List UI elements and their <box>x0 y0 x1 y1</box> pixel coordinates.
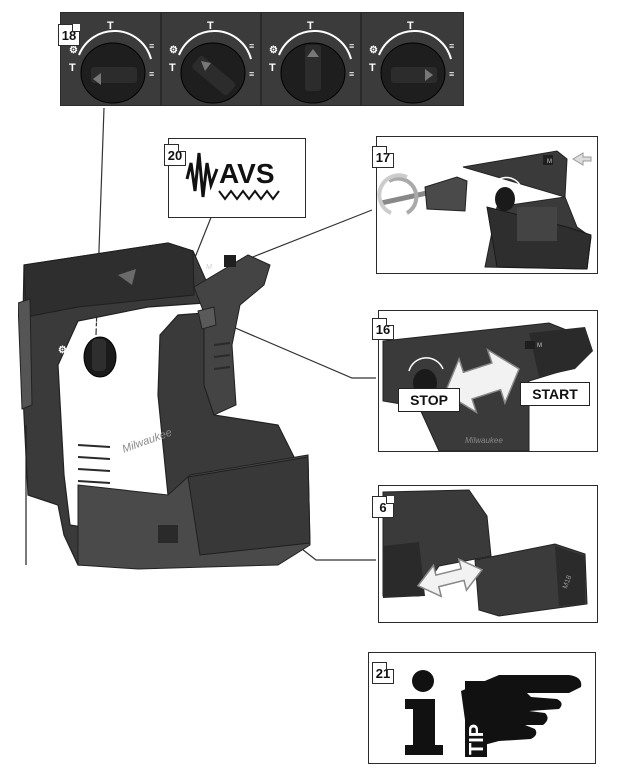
mode-dial-icon: ⚙ T ≡ ≡ T <box>369 20 454 104</box>
figure-18-tag: 18 <box>58 23 81 46</box>
pointing-hand-icon <box>461 675 582 757</box>
figure-number: 18 <box>61 27 77 43</box>
figure-18-panel: ⚙ T ≡ ≡ T ⚙ T ≡ ≡ T ⚙ T ≡ ≡ T <box>60 12 464 106</box>
figure-21-tag: 21 <box>372 661 395 684</box>
figure-6-illustration: M18 <box>382 489 588 617</box>
stop-label: STOP <box>398 388 460 412</box>
svg-text:≡: ≡ <box>449 69 454 79</box>
svg-text:⚙: ⚙ <box>69 45 78 56</box>
figure-20-tag: 20 <box>164 143 187 166</box>
leader-17 <box>239 209 373 263</box>
svg-text:≡: ≡ <box>349 69 354 79</box>
svg-text:M: M <box>547 159 552 165</box>
figure-17-illustration: M <box>377 150 592 270</box>
leader-16 <box>211 317 376 379</box>
figure-16-tag: 16 <box>372 317 395 340</box>
svg-text:M: M <box>206 264 212 271</box>
figure-20-panel: AVS <box>168 138 306 218</box>
double-arrow-icon <box>572 152 592 166</box>
figure-16-panel: M Milwaukee <box>378 310 598 452</box>
svg-text:⚙: ⚙ <box>169 45 178 56</box>
svg-text:T: T <box>307 20 314 32</box>
mode-dial-icon: ⚙ T ≡ ≡ T <box>169 20 254 104</box>
svg-text:T: T <box>369 62 376 74</box>
svg-text:≡: ≡ <box>349 41 354 51</box>
start-label: START <box>520 382 590 406</box>
figure-number: 6 <box>379 499 387 515</box>
info-icon <box>405 670 443 755</box>
trigger <box>197 306 217 330</box>
avs-logo-text: AVS <box>219 158 275 189</box>
svg-text:≡: ≡ <box>449 41 454 51</box>
svg-text:⚙: ⚙ <box>58 345 67 356</box>
figure-16-illustration: M Milwaukee <box>382 322 593 452</box>
svg-text:T: T <box>269 62 276 74</box>
svg-text:T: T <box>407 20 414 32</box>
svg-text:≡: ≡ <box>249 69 254 79</box>
svg-text:⚙: ⚙ <box>269 45 278 56</box>
svg-text:⚙: ⚙ <box>369 45 378 56</box>
svg-text:T: T <box>69 62 76 74</box>
svg-text:T: T <box>90 320 97 332</box>
svg-text:T: T <box>169 62 176 74</box>
figure-6-tag: 6 <box>372 495 395 518</box>
svg-text:T: T <box>107 20 114 32</box>
mode-dial-icon: ⚙ T ≡ <box>58 320 127 378</box>
mode-dial-icon: ⚙ T ≡ ≡ T <box>269 20 354 104</box>
svg-text:≡: ≡ <box>249 41 254 51</box>
rotation-arrows-icon <box>377 173 419 215</box>
handle <box>193 254 271 416</box>
avs-vibration-icon: AVS <box>185 152 280 201</box>
mode-dial-icon: ⚙ T ≡ ≡ T <box>69 20 154 104</box>
svg-text:≡: ≡ <box>149 69 154 79</box>
svg-text:≡: ≡ <box>149 41 154 51</box>
figure-number: 20 <box>167 147 183 163</box>
svg-text:M18: M18 <box>562 574 573 589</box>
double-arrow-icon <box>416 557 484 598</box>
mode-dial-icon <box>490 176 522 211</box>
figure-6-panel: M18 <box>378 485 598 623</box>
figure-number: 17 <box>375 149 391 165</box>
svg-text:Milwaukee: Milwaukee <box>465 436 503 445</box>
svg-text:M: M <box>537 343 542 349</box>
tip-text: TIP <box>466 724 488 755</box>
rear-switch <box>224 255 236 267</box>
figure-17-panel: M <box>376 136 598 274</box>
figure-number: 16 <box>375 321 391 337</box>
rotary-hammer-illustration: M ⚙ T ≡ Milwaukee <box>18 242 311 570</box>
figure-17-tag: 17 <box>372 145 395 168</box>
tip-illustration: TIP <box>405 670 582 757</box>
mode-dial-strip: ⚙ T ≡ ≡ T ⚙ T ≡ ≡ T ⚙ T ≡ ≡ T <box>69 13 454 105</box>
figure-number: 21 <box>375 665 391 681</box>
svg-text:T: T <box>207 20 214 32</box>
svg-text:≡: ≡ <box>122 343 127 353</box>
figure-21-panel: TIP <box>368 652 596 764</box>
double-arrow-icon <box>443 348 521 414</box>
